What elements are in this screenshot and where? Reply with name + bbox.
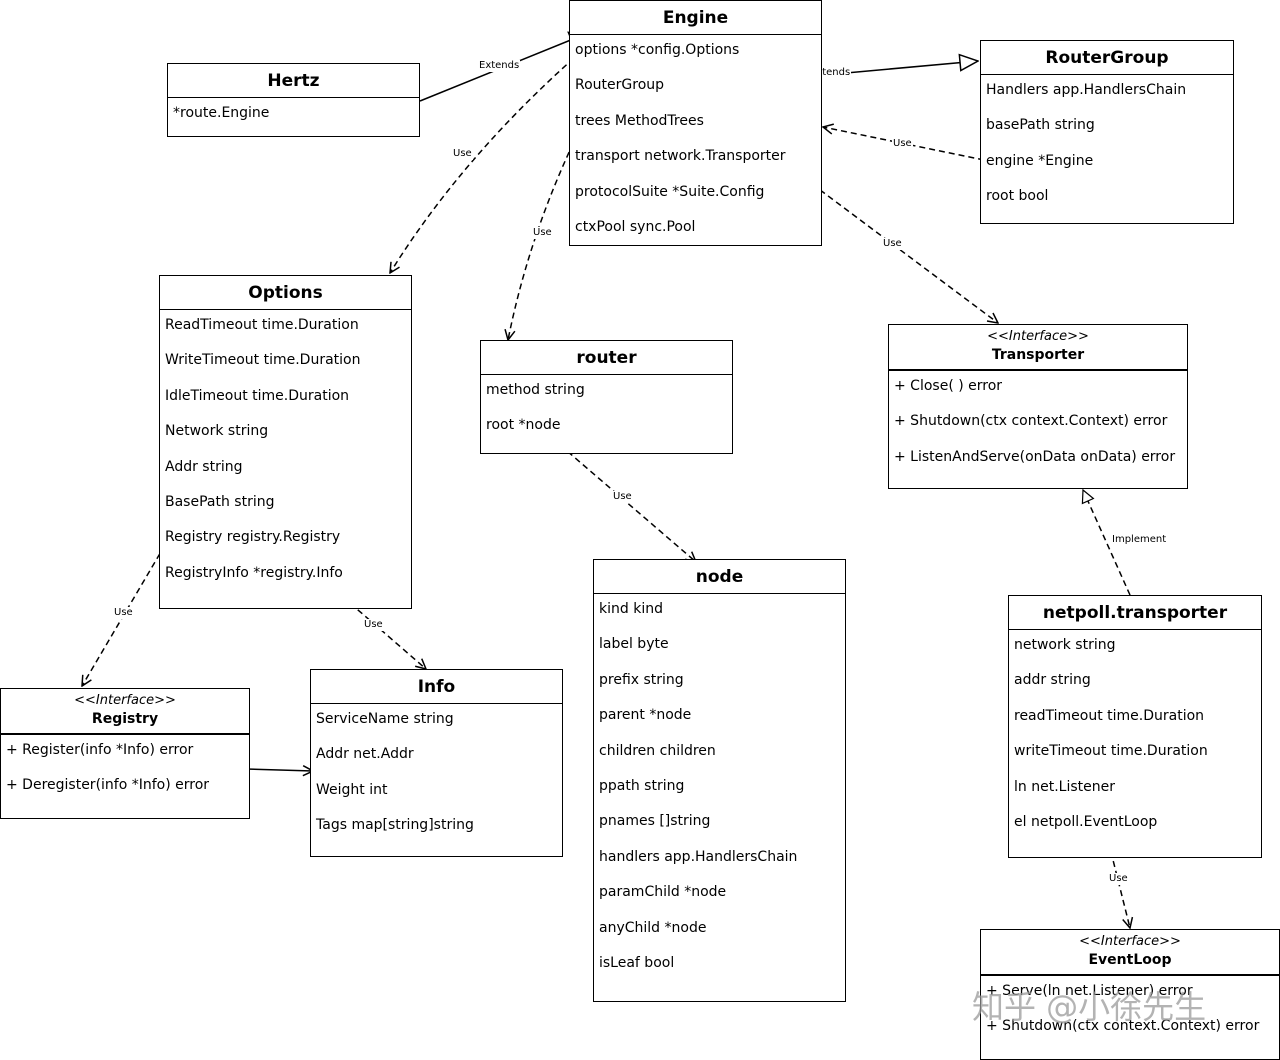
class-routergroup-field: Handlers app.HandlersChain	[986, 82, 1187, 98]
edge-label-hertz-engine: Extends	[478, 60, 521, 72]
class-eventloop-method: + Shutdown(ctx context.Context) error	[986, 1018, 1260, 1035]
class-router-title: router	[576, 348, 637, 368]
class-node[interactable]: node kind kind label byte prefix string …	[593, 559, 846, 1002]
class-info[interactable]: Info ServiceName string Addr net.Addr We…	[310, 669, 563, 857]
class-info-title: Info	[417, 677, 456, 697]
class-router-field: root *node	[486, 417, 561, 434]
class-engine[interactable]: Engine options *config.Options RouterGro…	[569, 0, 822, 246]
class-registry-method: + Deregister(info *Info) error	[6, 777, 210, 794]
class-hertz-field: *route.Engine	[173, 105, 270, 121]
class-eventloop-title: EventLoop	[1088, 952, 1172, 968]
class-options-field: BasePath string	[165, 493, 275, 510]
class-node-field: handlers app.HandlersChain	[599, 848, 798, 865]
class-netpoll-transporter[interactable]: netpoll.transporter network string addr …	[1008, 595, 1262, 858]
class-engine-field: RouterGroup	[575, 77, 665, 94]
edge-netpoll-transporter	[1083, 490, 1131, 596]
class-transporter-stereotype: <<Interface>>	[987, 329, 1089, 344]
class-registry-method: + Register(info *Info) error	[6, 742, 194, 758]
class-engine-field: transport network.Transporter	[575, 148, 786, 165]
class-registry[interactable]: <<Interface>> Registry + Register(info *…	[0, 688, 250, 819]
edge-label-options-info: Use	[363, 619, 384, 631]
class-routergroup-field: root bool	[986, 188, 1049, 205]
class-options-field: Network string	[165, 423, 269, 440]
class-options-field: ReadTimeout time.Duration	[165, 317, 359, 333]
class-netpoll-field: el netpoll.EventLoop	[1014, 813, 1158, 830]
class-eventloop-method: + Serve(ln net.Listener) error	[986, 983, 1193, 999]
class-node-field: isLeaf bool	[599, 954, 675, 971]
class-routergroup-field: engine *Engine	[986, 152, 1094, 169]
class-node-field: paramChild *node	[599, 884, 727, 901]
class-node-field: children children	[599, 742, 716, 759]
class-router-field: method string	[486, 382, 585, 398]
class-options-field: Registry registry.Registry	[165, 529, 341, 546]
edge-registry-info	[245, 769, 313, 771]
class-eventloop-stereotype: <<Interface>>	[1079, 934, 1181, 949]
edge-label-engine-options: Use	[452, 148, 473, 160]
class-transporter[interactable]: <<Interface>> Transporter + Close( ) err…	[888, 324, 1188, 489]
edge-label-router-node: Use	[612, 491, 633, 503]
class-netpoll-field: ln net.Listener	[1014, 778, 1115, 795]
class-netpoll-field: readTimeout time.Duration	[1014, 707, 1205, 724]
class-transporter-method: + Close( ) error	[894, 378, 1003, 394]
class-node-field: kind kind	[599, 601, 663, 617]
class-info-field: Addr net.Addr	[316, 746, 414, 763]
class-engine-field: ctxPool sync.Pool	[575, 218, 696, 235]
class-node-field: anyChild *node	[599, 919, 707, 936]
edge-label-engine-transporter: Use	[882, 238, 903, 250]
class-options-field: RegistryInfo *registry.Info	[165, 564, 343, 581]
class-node-field: parent *node	[599, 707, 692, 724]
class-router[interactable]: router method string root *node	[480, 340, 733, 454]
edge-label-routergroup-engine: Use	[892, 138, 913, 150]
class-registry-stereotype: <<Interface>>	[74, 693, 176, 708]
class-node-field: pnames []string	[599, 813, 711, 830]
edge-label-engine-router: Use	[532, 227, 553, 239]
class-options-field: Addr string	[165, 458, 243, 475]
class-eventloop[interactable]: <<Interface>> EventLoop + Serve(ln net.L…	[980, 929, 1280, 1060]
class-engine-field: options *config.Options	[575, 42, 740, 58]
class-engine-field: protocolSuite *Suite.Config	[575, 183, 765, 200]
class-netpoll-field: network string	[1014, 637, 1116, 653]
class-node-field: ppath string	[599, 777, 685, 794]
edge-label-netpoll-eventloop: Use	[1108, 873, 1129, 885]
class-info-field: Weight int	[316, 781, 388, 798]
class-netpoll-field: writeTimeout time.Duration	[1014, 743, 1208, 760]
class-node-field: prefix string	[599, 671, 684, 688]
class-node-field: label byte	[599, 636, 669, 653]
class-options[interactable]: Options ReadTimeout time.Duration WriteT…	[159, 275, 412, 609]
edge-label-netpoll-transporter: Implement	[1111, 534, 1168, 546]
class-hertz[interactable]: Hertz *route.Engine	[167, 63, 420, 137]
class-transporter-method: + ListenAndServe(onData onData) error	[894, 448, 1176, 465]
class-options-field: WriteTimeout time.Duration	[165, 352, 361, 369]
class-registry-title: Registry	[91, 711, 159, 727]
class-transporter-title: Transporter	[991, 347, 1085, 363]
class-engine-field: trees MethodTrees	[575, 112, 704, 129]
class-engine-title: Engine	[662, 8, 729, 28]
class-netpoll-field: addr string	[1014, 672, 1091, 689]
class-netpoll-title: netpoll.transporter	[1042, 603, 1228, 623]
class-routergroup[interactable]: RouterGroup Handlers app.HandlersChain b…	[980, 40, 1234, 224]
class-info-field: ServiceName string	[316, 711, 454, 727]
edge-label-options-registry: Use	[113, 607, 134, 619]
class-routergroup-field: basePath string	[986, 117, 1095, 134]
class-transporter-method: + Shutdown(ctx context.Context) error	[894, 413, 1168, 430]
class-info-field: Tags map[string]string	[316, 817, 474, 834]
class-routergroup-title: RouterGroup	[1045, 48, 1169, 68]
class-hertz-title: Hertz	[267, 71, 320, 91]
class-options-field: IdleTimeout time.Duration	[165, 387, 350, 404]
class-options-title: Options	[248, 283, 323, 303]
edge-netpoll-eventloop	[1105, 831, 1130, 928]
class-node-title: node	[695, 567, 744, 587]
